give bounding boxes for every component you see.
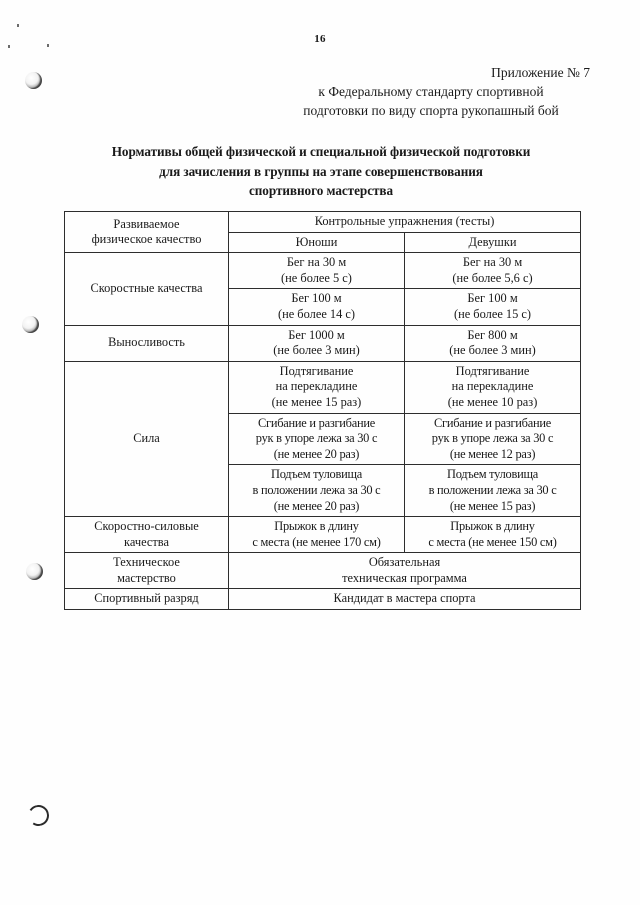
page-number: 16 <box>314 33 326 45</box>
cell-line: (не более 3 мин) <box>449 343 536 358</box>
cell-line: Бег 800 м <box>467 327 518 342</box>
cell-line: качества <box>124 534 169 549</box>
cell-line: Скоростно-силовые <box>94 519 199 534</box>
header-cell-tests: Контрольные упражнения (тесты) <box>227 211 582 233</box>
cell-line: Обязательная <box>368 555 441 570</box>
cell-line: Подъем туловища <box>447 467 538 482</box>
cell-rank-value: Кандидат в мастера спорта <box>227 588 582 611</box>
table-row: Спортивный разряд Кандидат в мастера спо… <box>64 588 582 611</box>
scan-speck-artifact <box>8 45 10 48</box>
normatives-table: Развиваемое физическое качество Контроль… <box>64 210 582 611</box>
cell-technical-program: Обязательная техническая программа <box>227 552 582 590</box>
cell-line: рук в упоре лежа за 30 с <box>255 431 378 446</box>
cell-line: Подъем туловища <box>271 467 362 482</box>
cell-boys: Бег 1000 м (не более 3 мин) <box>228 324 405 362</box>
appendix-number: Приложение № 7 <box>491 65 590 80</box>
punch-hole-artifact <box>25 72 42 89</box>
page-title-line-2: для зачисления в группы на этапе соверше… <box>159 163 483 179</box>
cell-girls: Бег 800 м (не более 3 мин) <box>403 324 582 362</box>
table-header-row: Юноши Девушки <box>65 231 582 254</box>
cell-girls: Прыжок в длину с места (не менее 150 см) <box>403 516 582 554</box>
appendix-sport-line: подготовки по виду спорта рукопашный бой <box>303 103 559 118</box>
cell-boys: Прыжок в длину с места (не менее 170 см) <box>228 516 405 554</box>
cell-line: Бег на 30 м <box>462 255 523 270</box>
table-header-row: Развиваемое физическое качество Контроль… <box>64 210 582 254</box>
table-row: Сила Подтягивание на перекладине (не мен… <box>64 360 582 518</box>
table-row: Сгибание и разгибание рук в упоре лежа з… <box>65 412 582 466</box>
scan-speck-artifact <box>17 24 19 27</box>
cell-line: Сгибание и разгибание <box>434 415 551 430</box>
punch-hole-artifact <box>26 803 51 828</box>
header-quality-line-1: Развиваемое <box>113 216 180 231</box>
table-row: Скоростные качества Бег на 30 м (не боле… <box>64 252 582 326</box>
table-row: Бег 100 м (не более 14 с) Бег 100 м (не … <box>65 288 582 326</box>
cell-line: рук в упоре лежа за 30 с <box>431 431 554 446</box>
cell-girls: Бег на 30 м (не более 5,6 с) <box>403 252 582 290</box>
cell-girls: Подъем туловища в положении лежа за 30 с… <box>403 464 582 518</box>
cell-boys: Бег на 30 м (не более 5 с) <box>228 252 405 290</box>
cell-line: Бег 100 м <box>291 291 342 306</box>
header-cell-quality: Развиваемое физическое качество <box>64 210 229 254</box>
cell-girls: Подтягивание на перекладине (не менее 10… <box>403 360 582 414</box>
cell-girls: Сгибание и разгибание рук в упоре лежа з… <box>403 412 582 466</box>
cell-line: (не менее 20 раз) <box>273 498 360 513</box>
cell-line: (не более 15 с) <box>453 306 532 321</box>
cell-boys: Сгибание и разгибание рук в упоре лежа з… <box>228 412 405 466</box>
cell-line: на перекладине <box>275 379 358 394</box>
cell-line: Сгибание и разгибание <box>258 415 375 430</box>
punch-hole-artifact <box>26 563 43 580</box>
row-quality-rank: Спортивный разряд <box>64 588 229 611</box>
table-row: Выносливость Бег 1000 м (не более 3 мин)… <box>64 324 582 362</box>
cell-line: (не более 3 мин) <box>273 343 360 358</box>
cell-line: (не более 14 с) <box>277 306 356 321</box>
table-row: Подъем туловища в положении лежа за 30 с… <box>65 464 582 518</box>
punch-hole-artifact <box>22 316 39 333</box>
appendix-reference: Приложение № 7 к Федеральному стандарту … <box>266 63 596 120</box>
row-quality-speed: Скоростные качества <box>64 252 229 326</box>
appendix-standard-line: к Федеральному стандарту спортивной <box>318 84 544 99</box>
row-quality-endurance: Выносливость <box>64 324 229 362</box>
cell-line: Подтягивание <box>455 363 530 378</box>
header-cell-girls: Девушки <box>403 231 582 254</box>
page-title: Нормативы общей физической и специальной… <box>60 142 582 201</box>
page-title-line-3: спортивного мастерства <box>248 183 394 198</box>
cell-boys: Подтягивание на перекладине (не менее 15… <box>228 360 405 414</box>
cell-line: мастерство <box>117 570 176 585</box>
table-row: Скоростно-силовые качества Прыжок в длин… <box>64 516 582 554</box>
row-quality-technical: Техническое мастерство <box>64 552 229 590</box>
cell-boys: Подъем туловища в положении лежа за 30 с… <box>228 464 405 518</box>
cell-line: Техническое <box>113 555 180 570</box>
cell-line: с места (не менее 170 см) <box>252 534 381 549</box>
cell-line: (не менее 15 раз) <box>271 394 362 409</box>
cell-line: Подтягивание <box>279 363 354 378</box>
header-quality-line-2: физическое качество <box>91 232 202 247</box>
cell-line: техническая программа <box>342 570 467 585</box>
cell-line: Прыжок в длину <box>274 519 359 534</box>
cell-line: на перекладине <box>451 379 534 394</box>
cell-line: Прыжок в длину <box>450 519 535 534</box>
row-quality-strength: Сила <box>64 360 229 518</box>
cell-line: (не менее 10 раз) <box>447 394 538 409</box>
cell-boys: Бег 100 м (не более 14 с) <box>228 288 405 326</box>
cell-line: с места (не менее 150 см) <box>428 534 557 549</box>
cell-line: (не более 5,6 с) <box>452 270 533 285</box>
cell-line: (не менее 20 раз) <box>273 446 360 461</box>
cell-line: (не более 5 с) <box>281 270 352 285</box>
page-title-line-1: Нормативы общей физической и специальной… <box>111 144 531 159</box>
cell-line: в положении лежа за 30 с <box>428 482 557 497</box>
cell-line: в положении лежа за 30 с <box>252 482 381 497</box>
header-cell-boys: Юноши <box>228 231 405 254</box>
row-quality-speed-strength: Скоростно-силовые качества <box>64 516 229 554</box>
cell-line: Бег на 30 м <box>286 255 347 270</box>
scan-speck-artifact <box>47 44 49 47</box>
cell-line: (не менее 12 раз) <box>449 446 536 461</box>
cell-line: Бег 100 м <box>467 291 518 306</box>
table-row: Техническое мастерство Обязательная техн… <box>64 552 582 590</box>
cell-girls: Бег 100 м (не более 15 с) <box>403 288 582 326</box>
cell-line: (не менее 15 раз) <box>449 498 536 513</box>
cell-line: Бег 1000 м <box>288 327 345 342</box>
